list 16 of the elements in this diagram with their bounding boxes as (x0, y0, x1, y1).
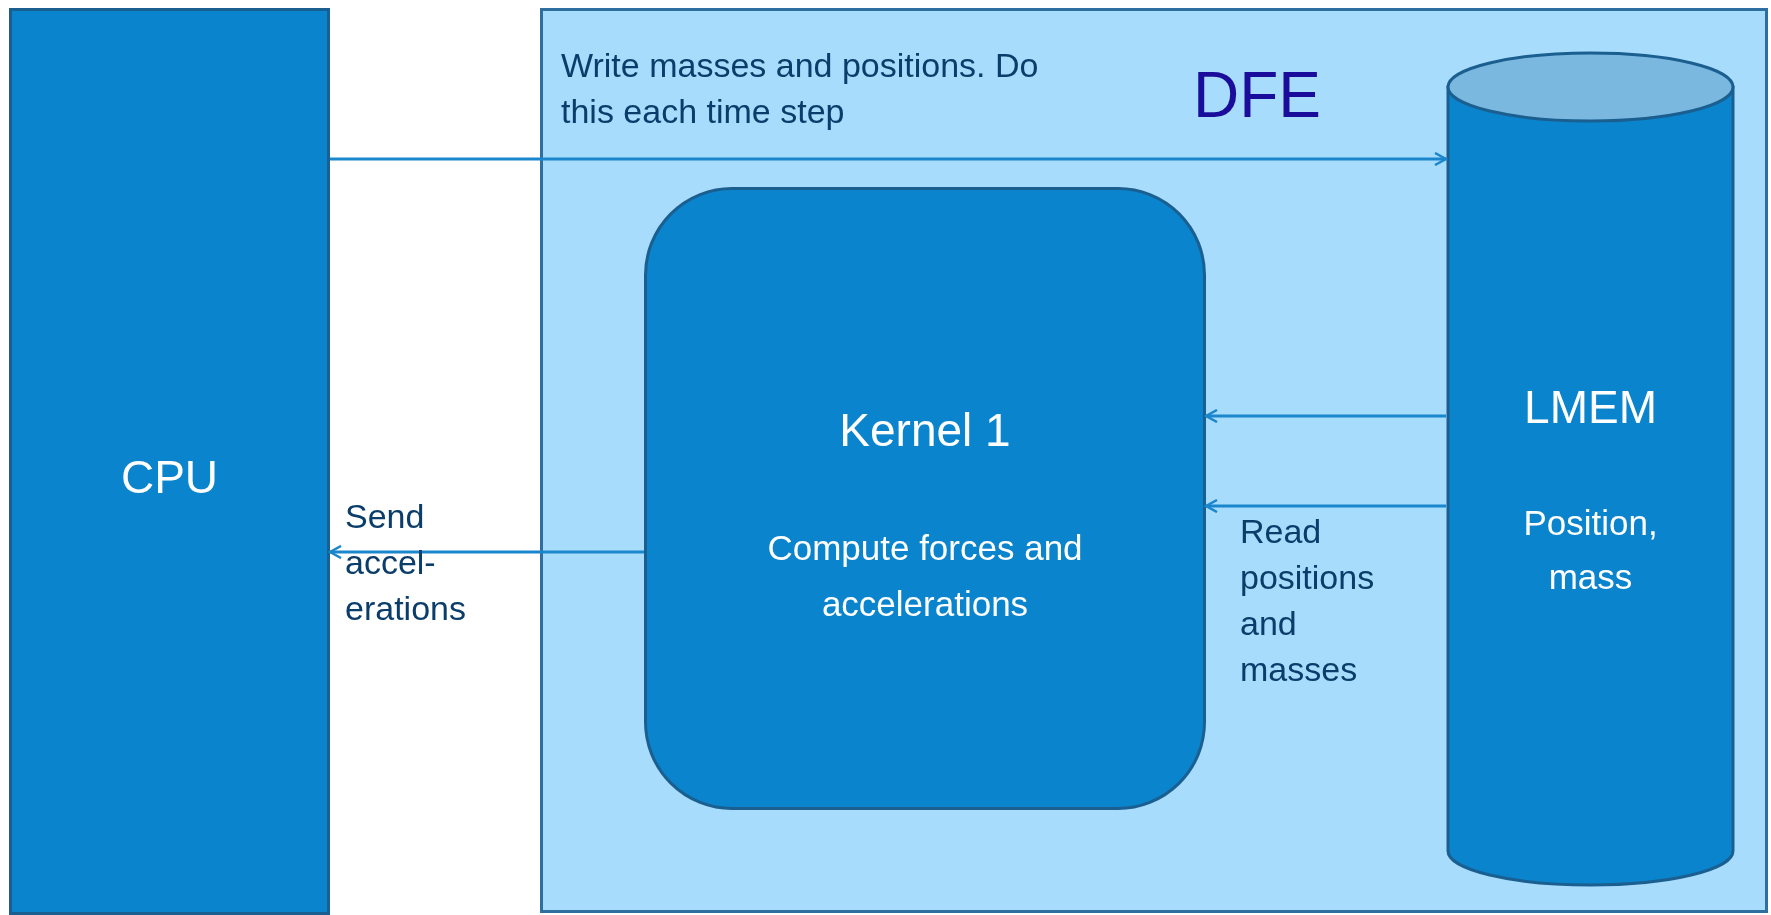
node-title: LMEM (1523, 380, 1658, 435)
container-box (540, 8, 1768, 913)
node-description: Position, mass (1522, 502, 1659, 598)
edge-label: Read positions and masses (1240, 511, 1376, 690)
edge-label: Send accel- erations (345, 496, 467, 629)
node-title: DFE (1193, 58, 1321, 133)
arrow (1204, 498, 1446, 514)
arrow (328, 544, 644, 560)
edge-label: Write masses and positions. Do this each time step (561, 45, 1040, 132)
node-title: Kernel 1 (838, 403, 1012, 458)
node-description: Compute forces and accelerations (766, 527, 1084, 625)
process-box (9, 8, 330, 915)
arrow (1204, 408, 1446, 424)
node-label: CPU (119, 450, 220, 505)
arrow (330, 151, 1448, 167)
rounded-box (644, 187, 1206, 810)
